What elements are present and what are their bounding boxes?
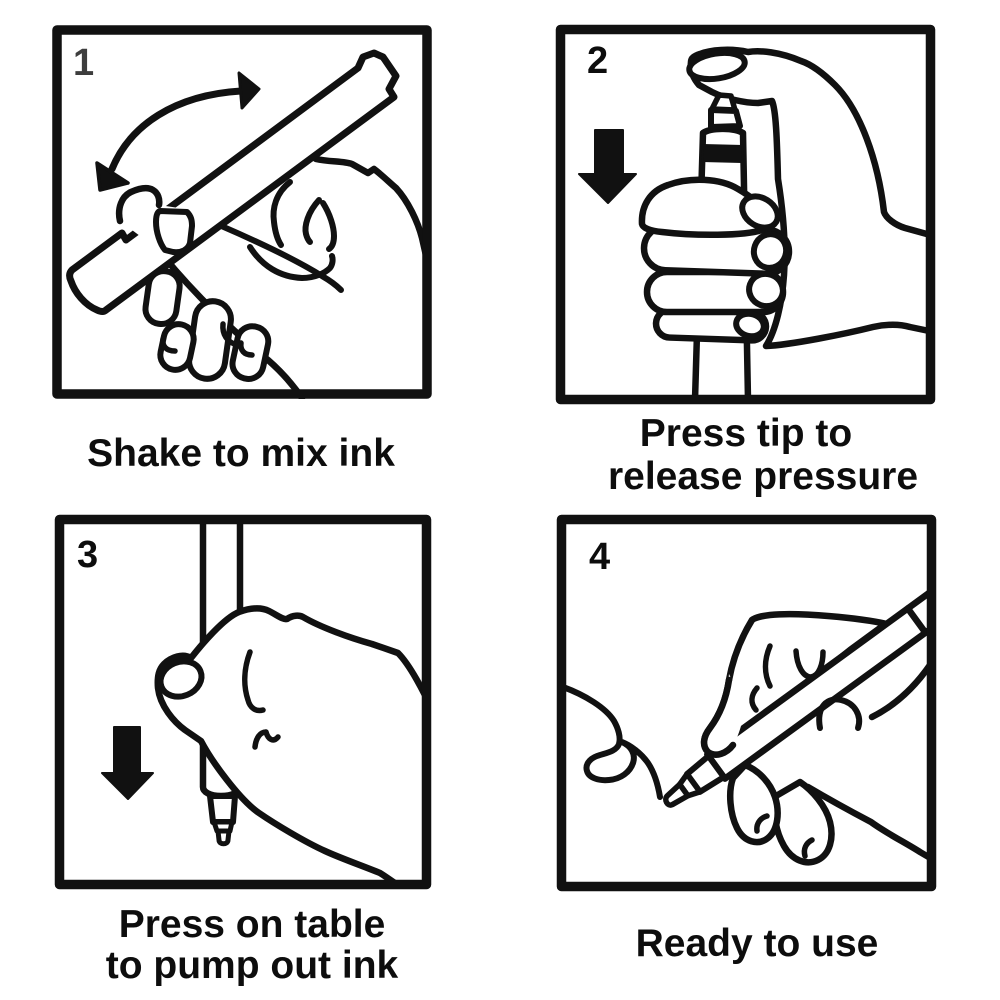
svg-text:1: 1 (73, 42, 94, 84)
svg-text:Ready to use: Ready to use (636, 922, 879, 965)
svg-text:4: 4 (589, 536, 610, 578)
svg-text:Shake to mix ink: Shake to mix ink (87, 432, 395, 475)
svg-text:2: 2 (587, 40, 608, 82)
svg-text:Press tip to: Press tip to (640, 412, 852, 455)
svg-text:Press on table: Press on table (119, 903, 386, 946)
svg-text:release pressure: release pressure (608, 455, 918, 498)
svg-text:3: 3 (77, 534, 98, 576)
svg-text:to pump out ink: to pump out ink (106, 944, 399, 987)
